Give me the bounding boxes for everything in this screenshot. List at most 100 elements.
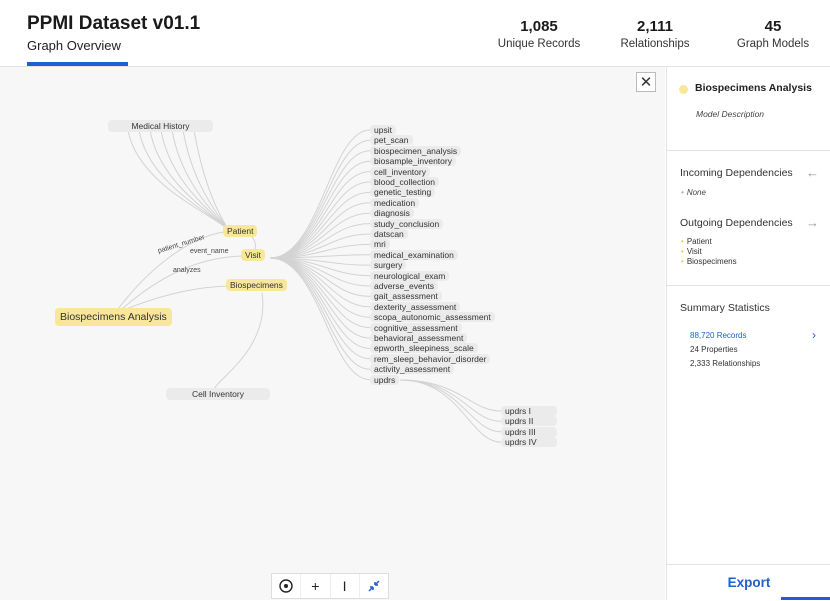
node-cell-inventory[interactable]: cell_inventory	[370, 166, 430, 177]
node-medical-examination[interactable]: medical_examination	[370, 249, 458, 260]
graph-canvas[interactable]: Medical History Patient Visit Biospecime…	[0, 67, 665, 600]
node-updrs[interactable]: updrs	[370, 374, 400, 385]
graph-edge	[269, 160, 371, 259]
graph-edge	[269, 257, 371, 349]
target-icon[interactable]	[272, 574, 302, 598]
node-activity-assessment[interactable]: activity_assessment	[370, 364, 455, 375]
edge-label-event-name: event_name	[190, 248, 229, 255]
graph-edge	[399, 379, 502, 412]
tab-graph-overview[interactable]: Graph Overview	[27, 38, 121, 53]
graph-edge	[269, 257, 371, 381]
graph-edge	[399, 379, 502, 433]
properties-count: 24 Properties	[690, 345, 738, 354]
edge-label-analyzes: analyzes	[173, 267, 201, 274]
stat-label: Unique Records	[497, 38, 581, 50]
node-adverse-events[interactable]: adverse_events	[370, 281, 439, 291]
stat-label: Graph Models	[736, 38, 810, 50]
arrow-right-icon[interactable]: →	[806, 215, 819, 230]
node-mri[interactable]: mri	[370, 239, 390, 250]
node-medical-history[interactable]: Medical History	[108, 120, 213, 132]
node-updrs-iii[interactable]: updrs III	[501, 426, 557, 437]
node-rem-sleep-behavior-disorder[interactable]: rem_sleep_behavior_disorder	[370, 353, 491, 364]
graph-edge	[269, 181, 371, 259]
node-diagnosis[interactable]: diagnosis	[370, 208, 414, 219]
node-gait-assessment[interactable]: gait_assessment	[370, 291, 442, 302]
stat-value: 45	[764, 18, 782, 35]
outgoing-item[interactable]: •Biospecimens	[681, 257, 737, 266]
graph-edge	[121, 255, 243, 310]
graph-edge	[117, 231, 225, 310]
incoming-item-label: None	[686, 188, 706, 197]
graph-edges	[117, 129, 502, 443]
node-updrs-i[interactable]: updrs I	[501, 406, 557, 416]
node-dexterity-assessment[interactable]: dexterity_assessment	[370, 301, 461, 312]
outgoing-item[interactable]: •Patient	[681, 237, 712, 246]
page-title: PPMI Dataset v01.1	[27, 13, 201, 34]
node-visit[interactable]: Visit	[241, 249, 265, 261]
incoming-item: •None	[681, 188, 706, 197]
model-description: Model Description	[696, 109, 765, 119]
collapse-icon[interactable]	[360, 574, 388, 598]
plus-icon[interactable]: +	[301, 574, 331, 598]
stat-label: Relationships	[620, 38, 690, 50]
node-updrs-ii[interactable]: updrs II	[501, 416, 557, 427]
graph-edge	[269, 212, 371, 259]
node-study-conclusion[interactable]: study_conclusion	[370, 218, 444, 229]
graph-edge	[399, 379, 502, 443]
outgoing-item-label: Biospecimens	[686, 257, 737, 266]
graph-edge	[149, 129, 231, 233]
stat-value: 1,085	[520, 18, 558, 35]
node-updrs-iv[interactable]: updrs IV	[501, 437, 557, 448]
node-medication[interactable]: medication	[370, 197, 420, 208]
outgoing-dependencies-title: Outgoing Dependencies	[680, 217, 793, 229]
incoming-dependencies-title: Incoming Dependencies	[680, 167, 793, 179]
tab-active-indicator	[27, 62, 128, 66]
node-biosample-inventory[interactable]: biosample_inventory	[370, 156, 456, 167]
summary-statistics-title: Summary Statistics	[680, 302, 770, 314]
node-scopa-autonomic-assessment[interactable]: scopa_autonomic_assessment	[370, 312, 495, 323]
arrow-left-icon[interactable]: ←	[806, 165, 819, 180]
stat-value: 2,111	[637, 18, 673, 35]
node-patient[interactable]: Patient	[223, 225, 258, 237]
node-epworth-sleepiness-scale[interactable]: epworth_sleepiness_scale	[370, 343, 478, 354]
records-link[interactable]: 88,720 Records	[690, 331, 747, 340]
stat-graph-models: 45 Graph Models	[728, 18, 818, 50]
node-upsit[interactable]: upsit	[370, 125, 396, 135]
outgoing-item-label: Patient	[686, 237, 712, 246]
divider	[667, 150, 830, 151]
stat-unique-records: 1,085 Unique Records	[493, 18, 585, 50]
node-blood-collection[interactable]: blood_collection	[370, 177, 439, 187]
node-cell-inventory[interactable]: Cell Inventory	[166, 388, 270, 400]
outgoing-item[interactable]: •Visit	[681, 247, 702, 256]
node-cognitive-assessment[interactable]: cognitive_assessment	[370, 322, 462, 333]
panel-title: Biospecimens Analysis	[695, 82, 812, 94]
export-underline	[781, 597, 830, 600]
close-button[interactable]: ✕	[636, 72, 656, 92]
chevron-right-icon[interactable]: ›	[812, 328, 816, 342]
node-genetic-testing[interactable]: genetic_testing	[370, 187, 436, 198]
node-behavioral-assessment[interactable]: behavioral_assessment	[370, 333, 468, 343]
outgoing-item-label: Visit	[686, 247, 702, 256]
graph-edge	[269, 202, 371, 259]
relationships-count: 2,333 Relationships	[690, 359, 761, 368]
header: PPMI Dataset v01.1 Graph Overview 1,085 …	[0, 0, 830, 67]
node-surgery[interactable]: surgery	[370, 260, 407, 271]
node-biospecimens[interactable]: Biospecimens	[226, 279, 287, 291]
graph-edge	[269, 171, 371, 259]
stat-relationships: 2,111 Relationships	[610, 18, 700, 50]
model-color-dot	[679, 85, 688, 94]
minus-icon[interactable]: I	[331, 574, 360, 598]
node-pet-scan[interactable]: pet_scan	[370, 135, 413, 146]
node-datscan[interactable]: datscan	[370, 229, 408, 239]
node-biospecimens-analysis[interactable]: Biospecimens Analysis	[55, 308, 172, 326]
graph-edge	[138, 129, 231, 233]
graph-edge	[125, 285, 229, 310]
export-button[interactable]: Export	[667, 564, 830, 601]
graph-edge	[213, 292, 264, 390]
node-neurological-exam[interactable]: neurological_exam	[370, 270, 450, 281]
graph-edge	[269, 191, 371, 259]
node-biospecimen-analysis[interactable]: biospecimen_analysis	[370, 145, 462, 156]
divider	[667, 285, 830, 286]
graph-edge	[269, 257, 371, 297]
graph-toolbar: + I	[271, 573, 389, 599]
